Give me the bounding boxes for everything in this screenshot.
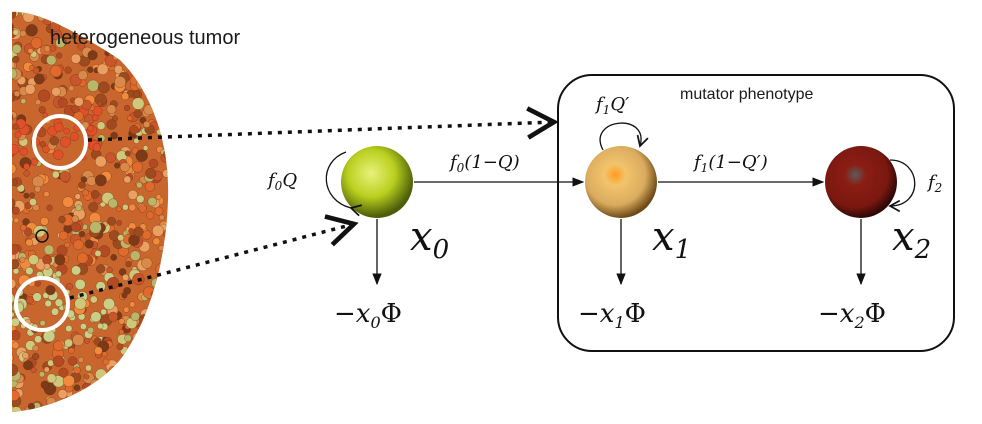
self-loop-x2 <box>888 159 916 213</box>
self-loop-x0 <box>325 151 363 217</box>
tumor-label: heterogeneous tumor <box>50 27 240 49</box>
tumor-highlight-ring-bottom <box>14 276 70 332</box>
decay-label-x2: −x2Φ <box>818 299 886 332</box>
edge-label-f0-1-Q: f0(1−Q) <box>448 152 520 175</box>
node-label-x1: x1 <box>652 214 691 265</box>
edge-label-f1-1-Qprime: f1(1−Q′) <box>692 152 768 175</box>
loop-label-f0Q: f0Q <box>266 170 297 193</box>
tumor-small-ring <box>35 229 49 243</box>
loop-label-f1Qprime: f1Q′ <box>594 94 629 117</box>
mutator-phenotype-label: mutator phenotype <box>680 86 814 103</box>
dotted-link-to-mutator <box>87 106 559 142</box>
node-x1 <box>585 146 657 218</box>
node-x2 <box>825 146 897 218</box>
loop-label-f2: f2 <box>926 172 942 195</box>
tumor-highlight-ring-top <box>32 114 88 170</box>
decay-label-x0: −x0Φ <box>334 299 402 332</box>
tumor-image <box>12 11 169 412</box>
self-loop-x1 <box>599 122 649 151</box>
node-label-x0: x0 <box>410 214 449 265</box>
node-x0 <box>341 146 413 218</box>
mutator-phenotype-box <box>557 74 955 352</box>
node-label-x2: x2 <box>892 214 931 265</box>
decay-label-x1: −x1Φ <box>578 299 646 332</box>
